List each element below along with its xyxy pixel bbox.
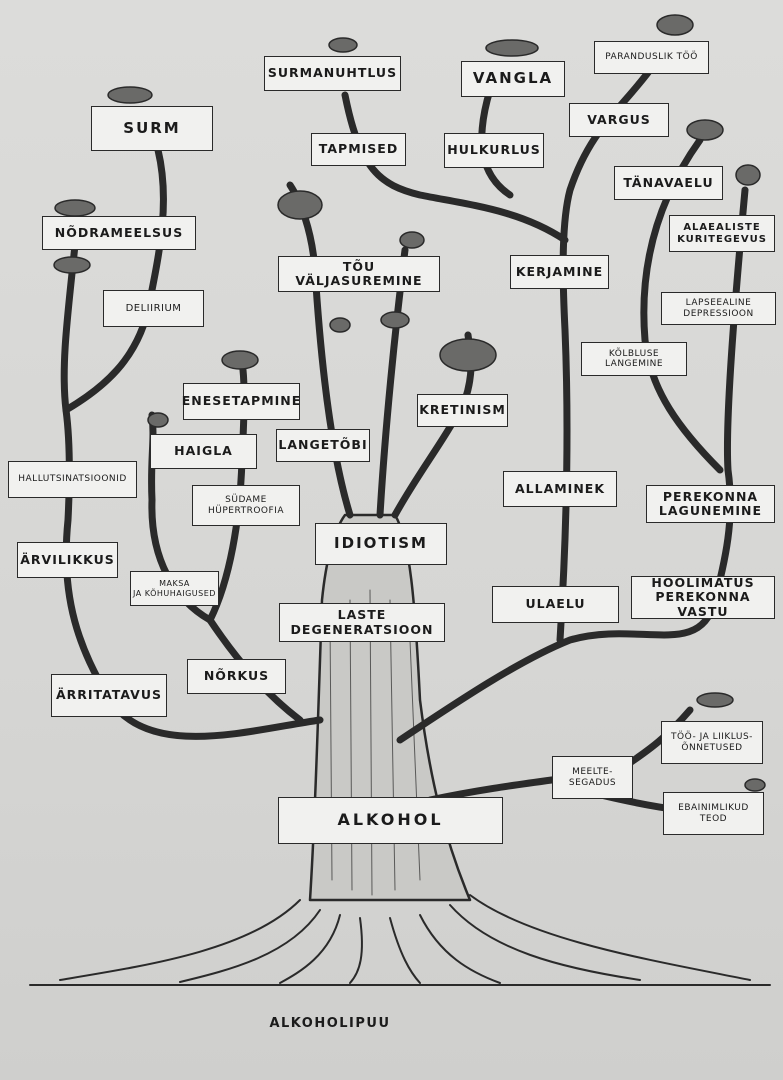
label-idiotism: IDIOTISM xyxy=(315,523,447,565)
label-hoolimatus: HOOLIMATUS PEREKONNA VASTU xyxy=(631,575,775,619)
tree-roots xyxy=(59,894,751,984)
label-too-ja-liiklusonnetused: TÖÖ- JA LIIKLUS- ÕNNETUSED xyxy=(661,721,763,764)
label-nodrameelsus: NÕDRAMEELSUS xyxy=(42,216,196,250)
label-sudame-hupertroofia: SÜDAME HÜPERTROOFIA xyxy=(192,485,300,526)
label-kerjamine: KERJAMINE xyxy=(510,255,609,289)
label-vangla: VANGLA xyxy=(461,61,565,97)
label-laste-degeneratsioon: LASTE DEGENERATSIOON xyxy=(279,603,445,642)
label-paranduslik-too: PARANDUSLIK TÖÖ xyxy=(594,41,709,74)
label-hallutsinatsioonid: HALLUTSINATSIOONID xyxy=(8,461,137,498)
label-tapmised: TAPMISED xyxy=(311,133,406,166)
label-deliirium: DELIIRIUM xyxy=(103,290,204,327)
label-tanavaelu: TÄNAVAELU xyxy=(614,166,723,200)
label-narvilikkus: ÄRVILIKKUS xyxy=(17,542,118,578)
label-allaminek: ALLAMINEK xyxy=(503,471,617,507)
label-surm: SURM xyxy=(91,106,213,151)
label-maksa-kohuhaigused: MAKSA JA KÕHUHAIGUSED xyxy=(130,571,219,606)
label-kolbluse-langemine: KÕLBLUSE LANGEMINE xyxy=(581,342,687,376)
label-ulaelu: ULAELU xyxy=(492,586,619,623)
label-surmanuhtlus: SURMANUHTLUS xyxy=(264,56,401,91)
label-perekonna-lagunemine: PEREKONNA LAGUNEMINE xyxy=(646,485,775,523)
label-hulkurlus: HULKURLUS xyxy=(444,133,544,168)
label-langetobi: LANGETÕBI xyxy=(276,429,370,462)
label-norkus: NÕRKUS xyxy=(187,659,286,694)
diagram-caption: ALKOHOLIPUU xyxy=(269,1016,391,1031)
label-enesetapmine: ENESETAPMINE xyxy=(182,383,300,420)
label-arritatavus: ÄRRITATAVUS xyxy=(51,674,167,717)
label-haigla: HAIGLA xyxy=(150,434,257,469)
label-tou-valjasuremine: TÕU VÄLJASUREMINE xyxy=(278,256,440,292)
leaf-sprigs xyxy=(53,14,766,792)
label-kretinism: KRETINISM xyxy=(417,394,508,427)
label-vargus: VARGUS xyxy=(569,103,669,137)
label-alkohol: ALKOHOL xyxy=(278,797,503,844)
label-ebainimlikud-teod: EBAINIMLIKUD TEOD xyxy=(663,792,764,835)
label-alaealiste-kuritegevus: ALAEALISTE KURITEGEVUS xyxy=(669,215,775,252)
label-lapseealine-depressioon: LAPSEEALINE DEPRESSIOON xyxy=(661,292,776,325)
label-meeltesegadus: MEELTE- SEGADUS xyxy=(552,756,633,799)
